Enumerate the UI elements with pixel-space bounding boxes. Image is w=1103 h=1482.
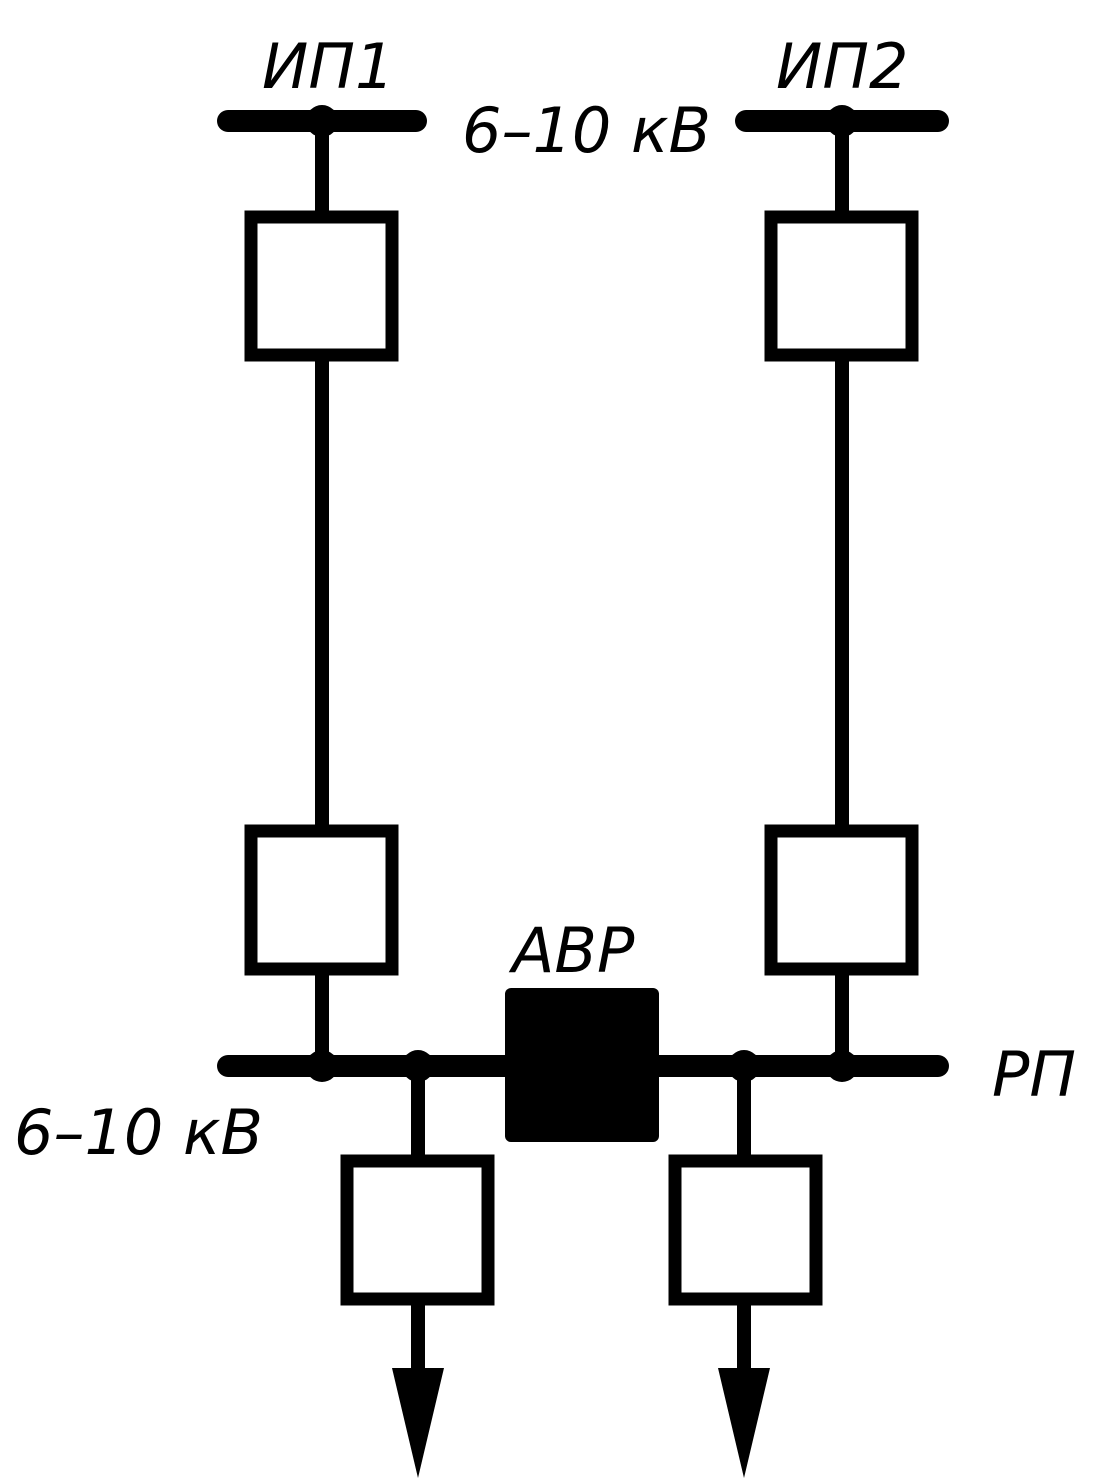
- right-upper-breaker: [764, 210, 919, 362]
- ats-label: АВР: [508, 914, 635, 987]
- bus-node-left-feeder: [306, 1050, 338, 1082]
- left-outgoing-breaker: [340, 1154, 495, 1306]
- distribution-point-label: РП: [992, 1038, 1076, 1111]
- source1-label: ИП1: [262, 30, 394, 103]
- left-lower-breaker: [244, 824, 399, 976]
- right-lower-breaker: [764, 824, 919, 976]
- ats-block: [505, 988, 659, 1142]
- bus-node-right-feeder: [826, 1050, 858, 1082]
- left-outgoing-arrow: [392, 1368, 444, 1478]
- source2-label: ИП2: [776, 30, 908, 103]
- left-upper-breaker: [244, 210, 399, 362]
- right-outgoing-breaker: [668, 1154, 823, 1306]
- top-voltage-label: 6–10 кВ: [462, 94, 711, 167]
- bottom-voltage-label: 6–10 кВ: [14, 1096, 263, 1169]
- right-outgoing-arrow: [718, 1368, 770, 1478]
